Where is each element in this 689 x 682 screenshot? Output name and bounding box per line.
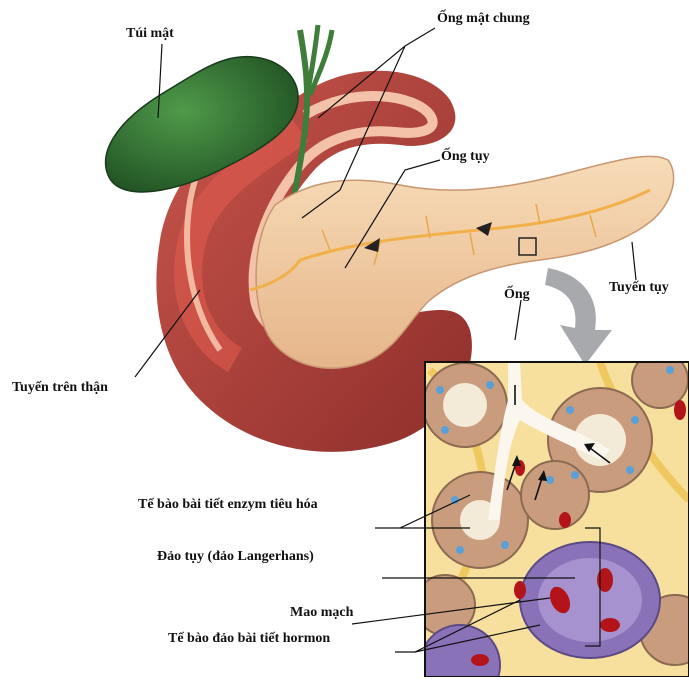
label-islet: Đảo tụy (đảo Langerhans) <box>157 549 314 565</box>
label-duct: Ống <box>504 287 530 303</box>
label-capillary: Mao mạch <box>290 605 353 621</box>
tissue-inset <box>415 352 689 677</box>
label-enzyme-cells: Tế bào bài tiết enzym tiêu hóa <box>138 497 318 513</box>
zoom-arrow <box>545 268 612 365</box>
label-pancreas: Tuyến tụy <box>609 280 669 296</box>
label-pancreatic-duct: Ống tụy <box>441 149 490 165</box>
label-gallbladder: Túi mật <box>126 26 174 42</box>
label-adrenal: Tuyến trên thận <box>12 380 108 396</box>
label-hormone-cells: Tế bào đảo bài tiết hormon <box>168 631 330 647</box>
label-common-bile-duct: Ống mật chung <box>437 11 530 27</box>
